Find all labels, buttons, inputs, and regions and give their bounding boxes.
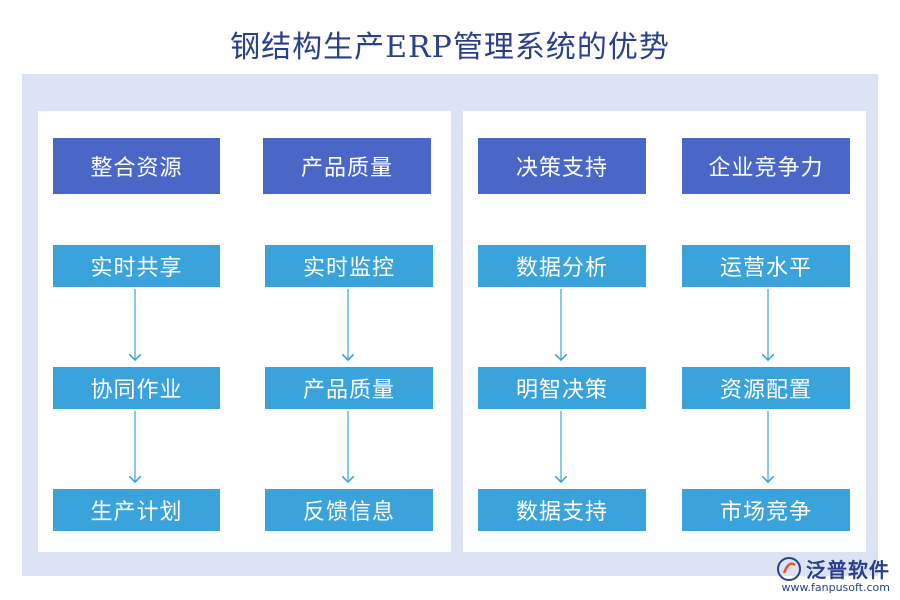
brand-name: 泛普软件 — [806, 558, 890, 582]
brand-logo: 泛普软件 www.fanpusoft.com — [776, 554, 890, 594]
node-feedback-info: 反馈信息 — [265, 489, 433, 531]
node-production-plan: 生产计划 — [53, 489, 220, 531]
page-title: 钢结构生产ERP管理系统的优势 — [230, 30, 670, 65]
node-product-quality: 产品质量 — [265, 367, 433, 409]
node-data-analysis: 数据分析 — [478, 245, 646, 287]
node-smart-decision: 明智决策 — [478, 367, 646, 409]
brand-mark-icon — [777, 556, 801, 581]
column-header-decision-support: 决策支持 — [478, 138, 646, 194]
node-operation-level: 运营水平 — [682, 245, 850, 287]
node-market-competition: 市场竞争 — [682, 489, 850, 531]
column-header-product-quality: 产品质量 — [263, 138, 431, 194]
node-realtime-sharing: 实时共享 — [53, 245, 220, 287]
column-header-competitiveness: 企业竞争力 — [682, 138, 850, 194]
node-realtime-monitoring: 实时监控 — [265, 245, 433, 287]
column-header-integrate-resources: 整合资源 — [53, 138, 220, 194]
node-resource-allocation: 资源配置 — [682, 367, 850, 409]
brand-url: www.fanpusoft.com — [781, 581, 890, 594]
node-collaborative-work: 协同作业 — [53, 367, 220, 409]
node-data-support: 数据支持 — [478, 489, 646, 531]
